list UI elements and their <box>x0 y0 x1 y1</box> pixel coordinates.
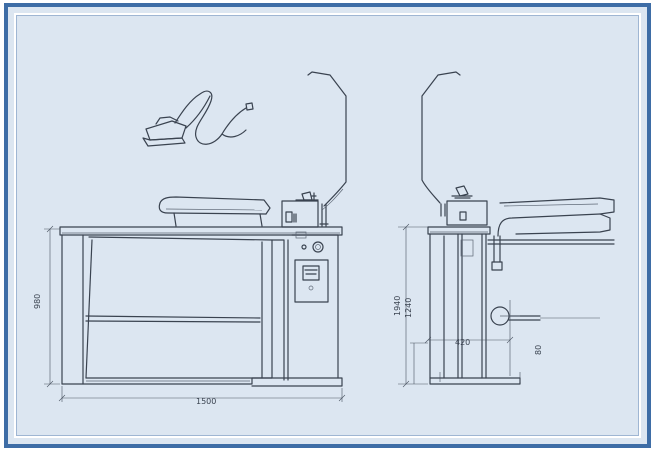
side-total-height-label: 1940 <box>393 296 402 316</box>
front-control-panel <box>294 259 329 303</box>
front-hose-hanger <box>307 71 347 207</box>
front-width-label: 1500 <box>196 397 216 406</box>
front-control-knob <box>312 241 324 253</box>
drawing-frame <box>4 3 651 448</box>
front-table-top <box>59 226 343 236</box>
side-ironing-arm <box>497 213 611 237</box>
side-pressure-gauge <box>455 185 469 197</box>
side-hose-hanger <box>421 71 461 204</box>
front-steam-unit <box>281 200 319 228</box>
drawing-frame-inner-border <box>14 13 641 438</box>
side-mid-height-label: 1240 <box>404 298 413 318</box>
side-view <box>398 71 615 388</box>
steam-iron-with-hose <box>142 90 254 147</box>
side-table-top <box>427 226 491 235</box>
front-height-label: 980 <box>33 294 42 309</box>
side-base <box>429 377 521 385</box>
front-ironing-arm <box>158 202 267 215</box>
side-depth-label: 420 <box>455 338 470 347</box>
front-view <box>44 71 347 402</box>
side-base-label: 80 <box>534 345 543 355</box>
front-pressure-gauge <box>301 191 313 201</box>
side-steam-unit <box>446 200 488 226</box>
